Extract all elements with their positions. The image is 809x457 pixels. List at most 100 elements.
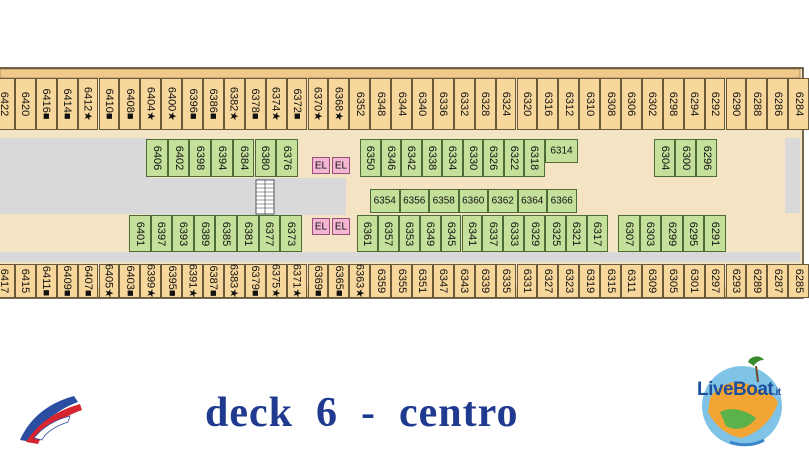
cabin-6307[interactable]: 6307	[618, 215, 640, 252]
cabin-6397[interactable]: 6397	[150, 215, 173, 252]
cabin-6330[interactable]: 6330	[462, 139, 483, 177]
cabin-6363★[interactable]: 6363★	[349, 264, 371, 298]
cabin-6317[interactable]: 6317	[586, 215, 608, 252]
cabin-6370★[interactable]: 6370★	[307, 78, 329, 130]
cabin-6344[interactable]: 6344	[391, 78, 412, 130]
cabin-6299[interactable]: 6299	[661, 215, 683, 252]
cabin-6320[interactable]: 6320	[516, 78, 538, 130]
cabin-6422[interactable]: 6422	[0, 78, 15, 130]
elevator-1[interactable]: EL	[312, 157, 330, 174]
cabin-6396■[interactable]: 6396■	[182, 78, 203, 130]
cabin-6379■[interactable]: 6379■	[244, 264, 266, 298]
cabin-6286[interactable]: 6286	[767, 78, 789, 130]
cabin-6401[interactable]: 6401	[129, 215, 151, 252]
cabin-6339[interactable]: 6339	[474, 264, 496, 298]
cabin-6365■[interactable]: 6365■	[328, 264, 350, 298]
cabin-6393[interactable]: 6393	[172, 215, 194, 252]
cabin-6290[interactable]: 6290	[725, 78, 747, 130]
cabin-6332[interactable]: 6332	[453, 78, 475, 130]
cabin-6369■[interactable]: 6369■	[307, 264, 329, 298]
cabin-6394[interactable]: 6394	[211, 139, 233, 177]
cabin-6395■[interactable]: 6395■	[161, 264, 183, 298]
cabin-6357[interactable]: 6357	[377, 215, 399, 252]
cabin-6389[interactable]: 6389	[193, 215, 216, 252]
cabin-6334[interactable]: 6334	[442, 139, 463, 177]
cabin-6377[interactable]: 6377	[258, 215, 281, 252]
cabin-6319[interactable]: 6319	[579, 264, 601, 298]
cabin-6288[interactable]: 6288	[746, 78, 768, 130]
cabin-6340[interactable]: 6340	[412, 78, 433, 130]
cabin-6349[interactable]: 6349	[419, 215, 441, 252]
cabin-6374★[interactable]: 6374★	[265, 78, 287, 130]
cabin-6325[interactable]: 6325	[545, 215, 566, 252]
cabin-6302[interactable]: 6302	[641, 78, 663, 130]
cabin-6293[interactable]: 6293	[725, 264, 747, 298]
cabin-6411■[interactable]: 6411■	[35, 264, 57, 298]
cabin-6284[interactable]: 6284	[788, 78, 809, 130]
cabin-6291[interactable]: 6291	[704, 215, 726, 252]
cabin-6316[interactable]: 6316	[537, 78, 559, 130]
cabin-6318[interactable]: 6318	[524, 139, 545, 177]
cabin-6346[interactable]: 6346	[380, 139, 401, 177]
cabin-6327[interactable]: 6327	[537, 264, 559, 298]
cabin-6341[interactable]: 6341	[461, 215, 483, 252]
cabin-6380[interactable]: 6380	[254, 139, 277, 177]
cabin-6335[interactable]: 6335	[495, 264, 517, 298]
cabin-6420[interactable]: 6420	[14, 78, 36, 130]
cabin-6391★[interactable]: 6391★	[182, 264, 203, 298]
cabin-6376[interactable]: 6376	[276, 139, 298, 177]
cabin-6408■[interactable]: 6408■	[119, 78, 141, 130]
cabin-6338[interactable]: 6338	[421, 139, 442, 177]
elevator-2[interactable]: EL	[332, 157, 350, 174]
cabin-6342[interactable]: 6342	[401, 139, 422, 177]
cabin-6329[interactable]: 6329	[524, 215, 546, 252]
cabin-6412★[interactable]: 6412★	[77, 78, 99, 130]
cabin-6296[interactable]: 6296	[696, 139, 717, 177]
elevator-3[interactable]: EL	[312, 218, 330, 235]
cabin-6362[interactable]: 6362	[488, 189, 518, 213]
cabin-6352[interactable]: 6352	[349, 78, 371, 130]
cabin-6372■[interactable]: 6372■	[286, 78, 308, 130]
cabin-6326[interactable]: 6326	[483, 139, 504, 177]
cabin-6297[interactable]: 6297	[704, 264, 726, 298]
cabin-6300[interactable]: 6300	[675, 139, 696, 177]
cabin-6371★[interactable]: 6371★	[286, 264, 308, 298]
cabin-6386■[interactable]: 6386■	[203, 78, 224, 130]
cabin-6295[interactable]: 6295	[682, 215, 704, 252]
elevator-4[interactable]: EL	[332, 218, 350, 235]
cabin-6337[interactable]: 6337	[482, 215, 504, 252]
cabin-6384[interactable]: 6384	[232, 139, 255, 177]
cabin-6415[interactable]: 6415	[14, 264, 36, 298]
cabin-6417[interactable]: 6417	[0, 264, 15, 298]
cabin-6366[interactable]: 6366	[547, 189, 577, 213]
cabin-6353[interactable]: 6353	[398, 215, 420, 252]
cabin-6404★[interactable]: 6404★	[140, 78, 162, 130]
cabin-6358[interactable]: 6358	[429, 189, 459, 213]
cabin-6385[interactable]: 6385	[215, 215, 237, 252]
cabin-6350[interactable]: 6350	[360, 139, 381, 177]
cabin-6298[interactable]: 6298	[662, 78, 684, 130]
cabin-6409■[interactable]: 6409■	[56, 264, 78, 298]
cabin-6381[interactable]: 6381	[237, 215, 259, 252]
cabin-6292[interactable]: 6292	[704, 78, 726, 130]
cabin-6368★[interactable]: 6368★	[328, 78, 350, 130]
cabin-6289[interactable]: 6289	[746, 264, 768, 298]
cabin-6355[interactable]: 6355	[391, 264, 412, 298]
cabin-6402[interactable]: 6402	[167, 139, 190, 177]
cabin-6383★[interactable]: 6383★	[223, 264, 245, 298]
cabin-6328[interactable]: 6328	[474, 78, 496, 130]
cabin-6294[interactable]: 6294	[683, 78, 705, 130]
cabin-6321[interactable]: 6321	[566, 215, 587, 252]
cabin-6410■[interactable]: 6410■	[98, 78, 120, 130]
cabin-6314[interactable]: 6314	[545, 139, 578, 163]
cabin-6399★[interactable]: 6399★	[140, 264, 162, 298]
cabin-6336[interactable]: 6336	[432, 78, 454, 130]
cabin-6345[interactable]: 6345	[440, 215, 462, 252]
cabin-6373[interactable]: 6373	[280, 215, 302, 252]
cabin-6343[interactable]: 6343	[453, 264, 475, 298]
cabin-6405★[interactable]: 6405★	[98, 264, 120, 298]
cabin-6378■[interactable]: 6378■	[244, 78, 266, 130]
cabin-6285[interactable]: 6285	[788, 264, 809, 298]
cabin-6310[interactable]: 6310	[579, 78, 601, 130]
cabin-6333[interactable]: 6333	[503, 215, 525, 252]
